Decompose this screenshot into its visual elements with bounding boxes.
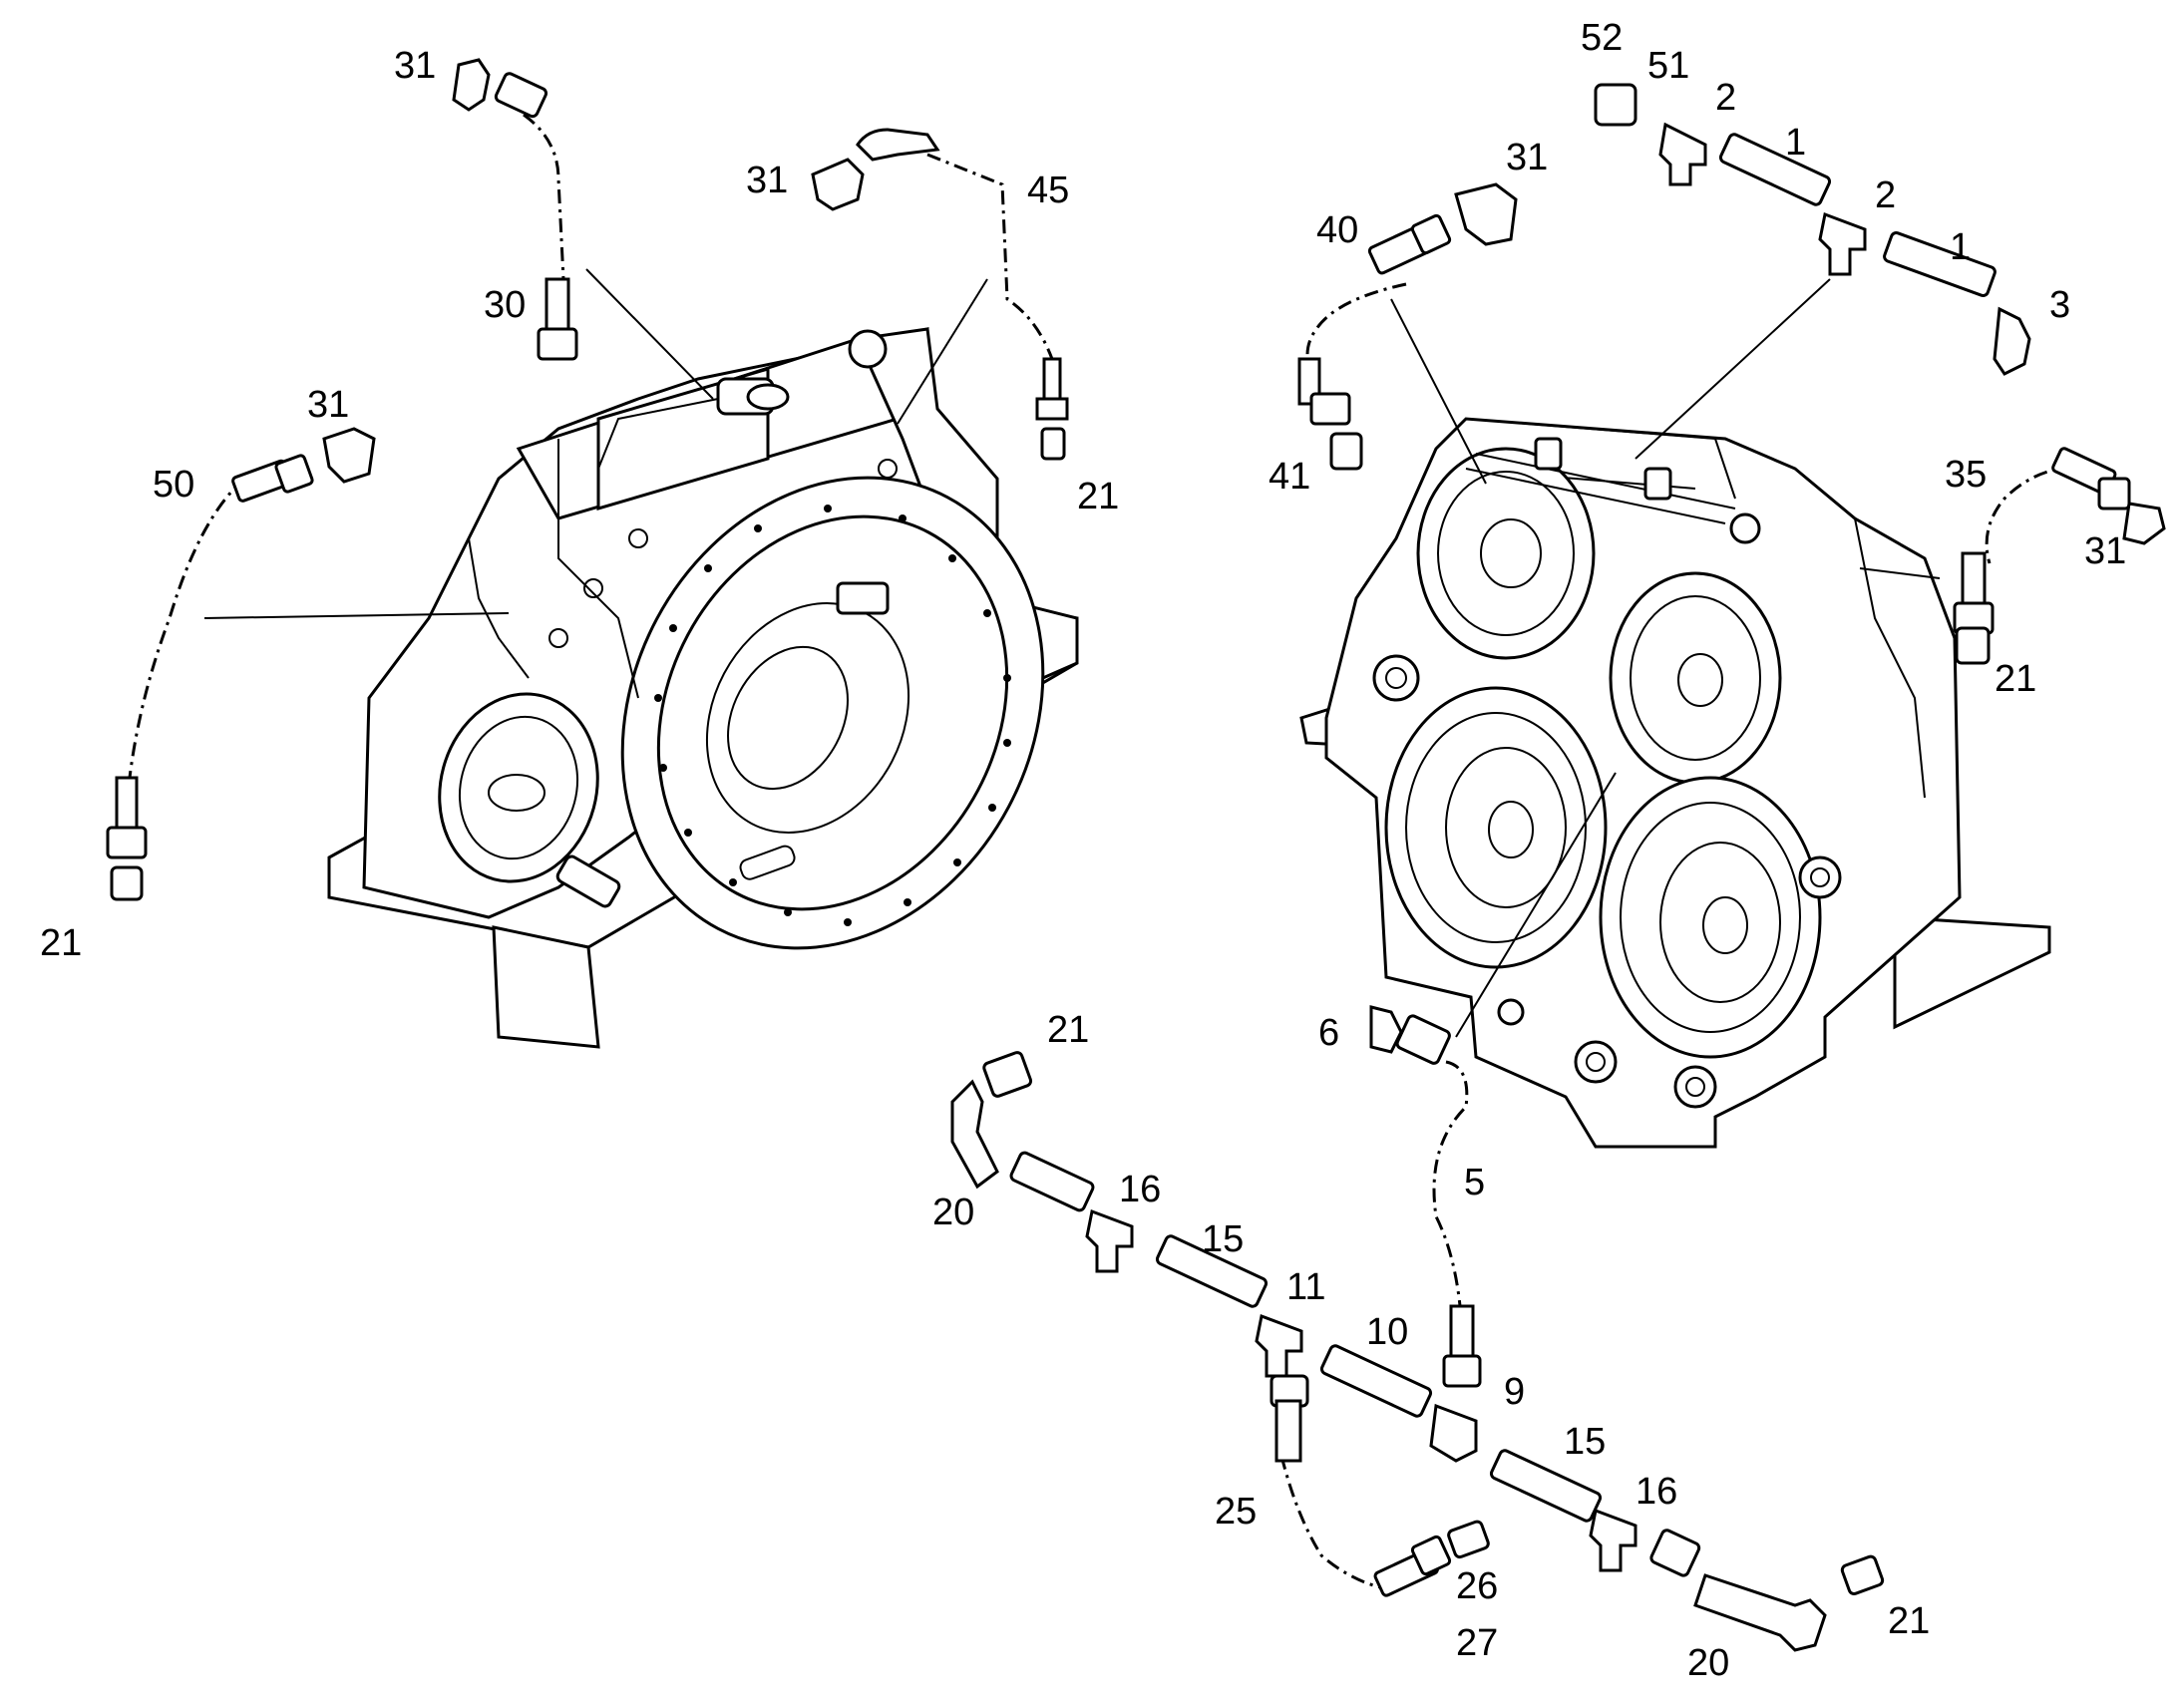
label-15a: 15	[1202, 1218, 1244, 1260]
label-2b: 2	[1875, 174, 1896, 216]
leader-lines	[203, 268, 1941, 1038]
label-41: 41	[1269, 456, 1310, 498]
elbow-fitting-31c	[322, 427, 376, 484]
label-21c: 21	[1995, 658, 2036, 700]
label-21b: 21	[40, 922, 82, 964]
adapter-15b	[1489, 1449, 1603, 1523]
connector-27	[1447, 1520, 1490, 1559]
label-45: 45	[1027, 170, 1069, 211]
plug-52	[1594, 83, 1637, 127]
connector-40	[1367, 213, 1452, 275]
label-50: 50	[153, 464, 194, 506]
label-20a: 20	[932, 1192, 974, 1233]
pipe-20a	[950, 1079, 999, 1190]
label-31d: 31	[1506, 137, 1548, 178]
label-3: 3	[2049, 284, 2070, 326]
adapter-15a	[1155, 1234, 1269, 1308]
adapter-1a	[1718, 133, 1832, 206]
elbow-fitting-31d	[1454, 182, 1518, 246]
part-labels: 31 31 45 30 31 50 21 21 52 51 2 1 31 2 4…	[40, 17, 2126, 1684]
elbow-fitting-31e	[2122, 502, 2166, 545]
right-gearbox-housing	[1299, 417, 2051, 1149]
label-21a: 21	[1077, 476, 1119, 517]
connector-5-bottom	[1442, 1304, 1482, 1388]
label-6: 6	[1318, 1012, 1339, 1054]
adapter-10	[1319, 1344, 1433, 1418]
union-nut-part	[494, 72, 548, 119]
connector-5	[1395, 1014, 1451, 1065]
left-gearbox-housing	[327, 327, 1079, 1049]
tee-11	[1255, 1313, 1303, 1378]
label-31a: 31	[394, 45, 436, 87]
connector-35	[2051, 447, 2131, 511]
connector-21-left	[106, 776, 148, 901]
connector-20b	[1649, 1529, 1701, 1577]
connector-21-right	[1953, 551, 1995, 665]
tee-16a	[1085, 1208, 1134, 1273]
connector-21-bottom-b	[1840, 1554, 1885, 1596]
label-5: 5	[1464, 1162, 1485, 1203]
label-1b: 1	[1950, 226, 1971, 268]
label-20b: 20	[1687, 1642, 1729, 1684]
label-30: 30	[484, 284, 526, 326]
label-51: 51	[1647, 45, 1689, 87]
label-9: 9	[1504, 1371, 1525, 1413]
connector-26	[1373, 1535, 1452, 1597]
tee-2b	[1818, 211, 1867, 276]
pipe-45-top	[856, 128, 940, 162]
label-10: 10	[1366, 1311, 1408, 1353]
label-21d: 21	[1047, 1009, 1089, 1051]
label-1a: 1	[1785, 122, 1806, 164]
connector-41	[1297, 357, 1363, 471]
label-11: 11	[1286, 1266, 1325, 1308]
connector-20a	[1009, 1151, 1095, 1212]
adapter-1b	[1883, 231, 1997, 297]
label-31c: 31	[307, 384, 349, 426]
connector-25	[1270, 1374, 1309, 1463]
connector-30	[537, 277, 578, 361]
label-31e: 31	[2084, 530, 2126, 572]
elbow-fitting-31a	[452, 58, 491, 112]
elbow-fitting-31b	[811, 158, 865, 211]
label-25: 25	[1215, 1491, 1257, 1533]
label-52: 52	[1581, 17, 1623, 59]
label-27: 27	[1456, 1622, 1498, 1664]
label-16b: 16	[1635, 1471, 1677, 1513]
connector-50	[231, 454, 314, 503]
elbow-3	[1993, 306, 2031, 376]
tee-16b	[1589, 1508, 1637, 1572]
label-40: 40	[1316, 209, 1358, 251]
label-26: 26	[1456, 1565, 1498, 1607]
label-2a: 2	[1715, 77, 1736, 119]
tee-51	[1658, 122, 1707, 186]
label-16a: 16	[1119, 1169, 1161, 1210]
label-15b: 15	[1564, 1421, 1606, 1463]
connector-21-bottom-a	[982, 1051, 1033, 1098]
tee-9	[1429, 1403, 1478, 1463]
fittings	[106, 58, 2166, 1652]
label-35: 35	[1945, 454, 1987, 496]
label-21e: 21	[1888, 1600, 1930, 1642]
pipe-20b	[1693, 1573, 1827, 1652]
label-31b: 31	[746, 160, 788, 201]
connector-21-top	[1035, 357, 1069, 461]
